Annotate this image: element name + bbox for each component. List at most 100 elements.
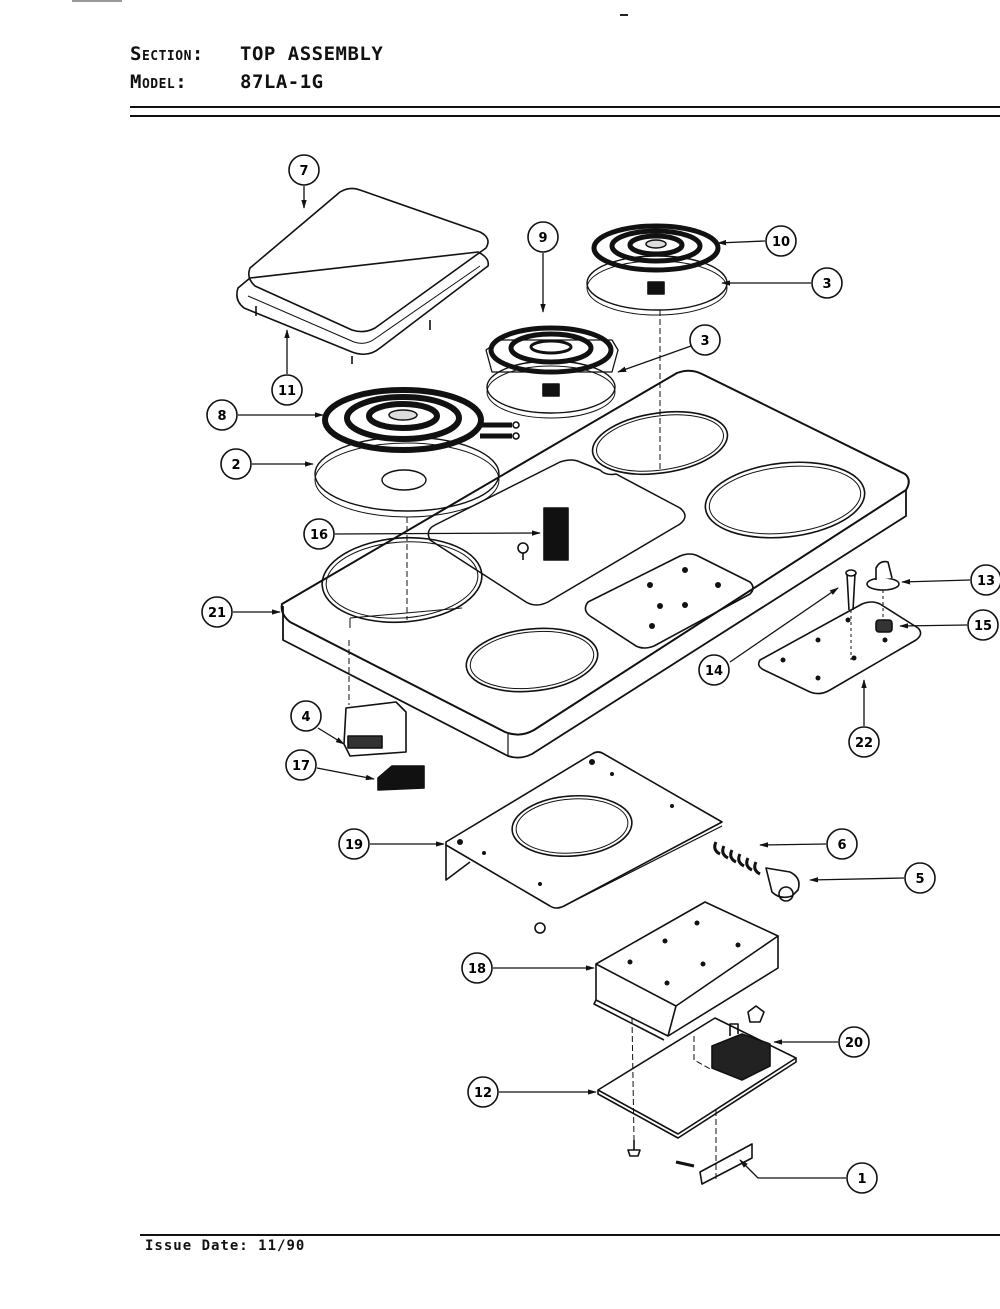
- callout-circle: [220, 448, 252, 480]
- scan-artifact: [72, 0, 122, 2]
- callout-circle: [285, 749, 317, 781]
- callout-number: 3: [822, 277, 831, 292]
- callout-circle: [904, 862, 936, 894]
- callout-6: 6: [759, 828, 858, 860]
- callout-number: 10: [772, 235, 790, 250]
- callout-1: 1: [739, 1159, 878, 1194]
- callout-number: 18: [468, 962, 486, 977]
- callout-number: 11: [278, 384, 296, 399]
- callout-circle: [698, 654, 730, 686]
- callout-9: 9: [527, 221, 559, 313]
- callout-number: 12: [474, 1086, 492, 1101]
- part-surface-element-middle: [485, 325, 619, 419]
- part-knob: [866, 560, 900, 620]
- model-value: 87LA-1G: [240, 71, 324, 93]
- callout-3: 3: [721, 267, 843, 299]
- callout-circle: [970, 564, 1000, 596]
- part-control-panel-plate: [757, 601, 922, 695]
- model-line: Model: 87LA-1G: [130, 68, 383, 96]
- callout-leader-line: [317, 727, 345, 745]
- callout-leader-line: [316, 767, 375, 781]
- model-label: Model:: [130, 71, 188, 93]
- page-header: Section:TOP ASSEMBLY Model: 87LA-1G: [130, 40, 383, 96]
- callout-10: 10: [717, 225, 797, 257]
- issue-date-label: Issue Date:: [145, 1238, 249, 1254]
- callout-number: 3: [700, 334, 709, 349]
- callout-circle: [826, 828, 858, 860]
- callout-number: 16: [310, 528, 328, 543]
- callout-circle: [206, 399, 238, 431]
- callout-circle: [290, 700, 322, 732]
- part-nut: [534, 922, 546, 934]
- callout-leader-line: [759, 842, 827, 848]
- callout-circle: [689, 324, 721, 356]
- callout-leader-line: [729, 587, 839, 663]
- callout-13: 13: [901, 564, 1000, 596]
- callout-22: 22: [848, 679, 880, 758]
- callout-leader-line: [334, 530, 541, 536]
- callout-21: 21: [201, 596, 281, 628]
- callout-15: 15: [899, 609, 999, 641]
- callout-circle: [303, 518, 335, 550]
- callout-14: 14: [698, 587, 839, 686]
- callout-number: 4: [301, 710, 310, 725]
- callout-19: 19: [338, 828, 445, 860]
- part-cover-frame: [236, 251, 490, 364]
- callout-16: 16: [303, 518, 541, 550]
- callout-3: 3: [617, 324, 721, 373]
- issue-date-value: 11/90: [258, 1238, 306, 1254]
- callout-number: 20: [845, 1036, 863, 1051]
- callout-circle: [527, 221, 559, 253]
- callout-number: 7: [299, 164, 308, 179]
- callout-17: 17: [285, 749, 375, 781]
- callout-leader-line: [809, 877, 905, 883]
- callout-circle: [467, 1076, 499, 1108]
- callout-number: 9: [538, 231, 547, 246]
- callout-circle: [838, 1026, 870, 1058]
- section-line: Section:TOP ASSEMBLY: [130, 40, 383, 68]
- callout-circle: [461, 952, 493, 984]
- callout-number: 17: [292, 759, 310, 774]
- callout-20: 20: [773, 1026, 870, 1058]
- callout-number: 22: [855, 736, 873, 751]
- part-griddle-cover: [248, 187, 489, 333]
- callout-2: 2: [220, 448, 314, 480]
- callout-7: 7: [288, 154, 320, 209]
- part-wire-connector: [765, 867, 800, 902]
- part-screw: [627, 1017, 641, 1157]
- callout-number: 1: [857, 1172, 866, 1187]
- header-rule-bottom: [130, 115, 1000, 117]
- callout-number: 6: [837, 838, 846, 853]
- part-element-support-bracket: [445, 751, 723, 909]
- callout-circle: [338, 828, 370, 860]
- callout-number: 2: [231, 458, 240, 473]
- callout-5: 5: [809, 862, 936, 894]
- callout-11: 11: [271, 329, 303, 406]
- section-value: TOP ASSEMBLY: [240, 43, 384, 65]
- callout-18: 18: [461, 952, 595, 984]
- callout-leader-line: [717, 239, 766, 246]
- callout-circle: [811, 267, 843, 299]
- part-bezel-nut: [875, 619, 893, 633]
- header-rule-top: [130, 106, 1000, 108]
- callout-leader-line: [739, 1159, 846, 1179]
- callout-circle: [288, 154, 320, 186]
- callout-number: 19: [345, 838, 363, 853]
- part-cooktop-main-top: [280, 369, 910, 759]
- callout-8: 8: [206, 399, 324, 431]
- part-indicator-light: [845, 569, 857, 660]
- callout-circle: [848, 726, 880, 758]
- callout-circle: [765, 225, 797, 257]
- part-clip: [517, 507, 569, 561]
- part-surface-element-rear: [586, 223, 728, 316]
- callout-12: 12: [467, 1076, 597, 1108]
- scan-artifact: [620, 14, 628, 16]
- callout-number: 8: [217, 409, 226, 424]
- part-infinite-switch: [711, 1005, 771, 1081]
- callout-circle: [201, 596, 233, 628]
- callout-circle: [271, 374, 303, 406]
- callout-number: 13: [977, 574, 995, 589]
- issue-date: Issue Date: 11/90: [145, 1238, 305, 1254]
- part-terminal-block-bracket: [675, 1110, 753, 1185]
